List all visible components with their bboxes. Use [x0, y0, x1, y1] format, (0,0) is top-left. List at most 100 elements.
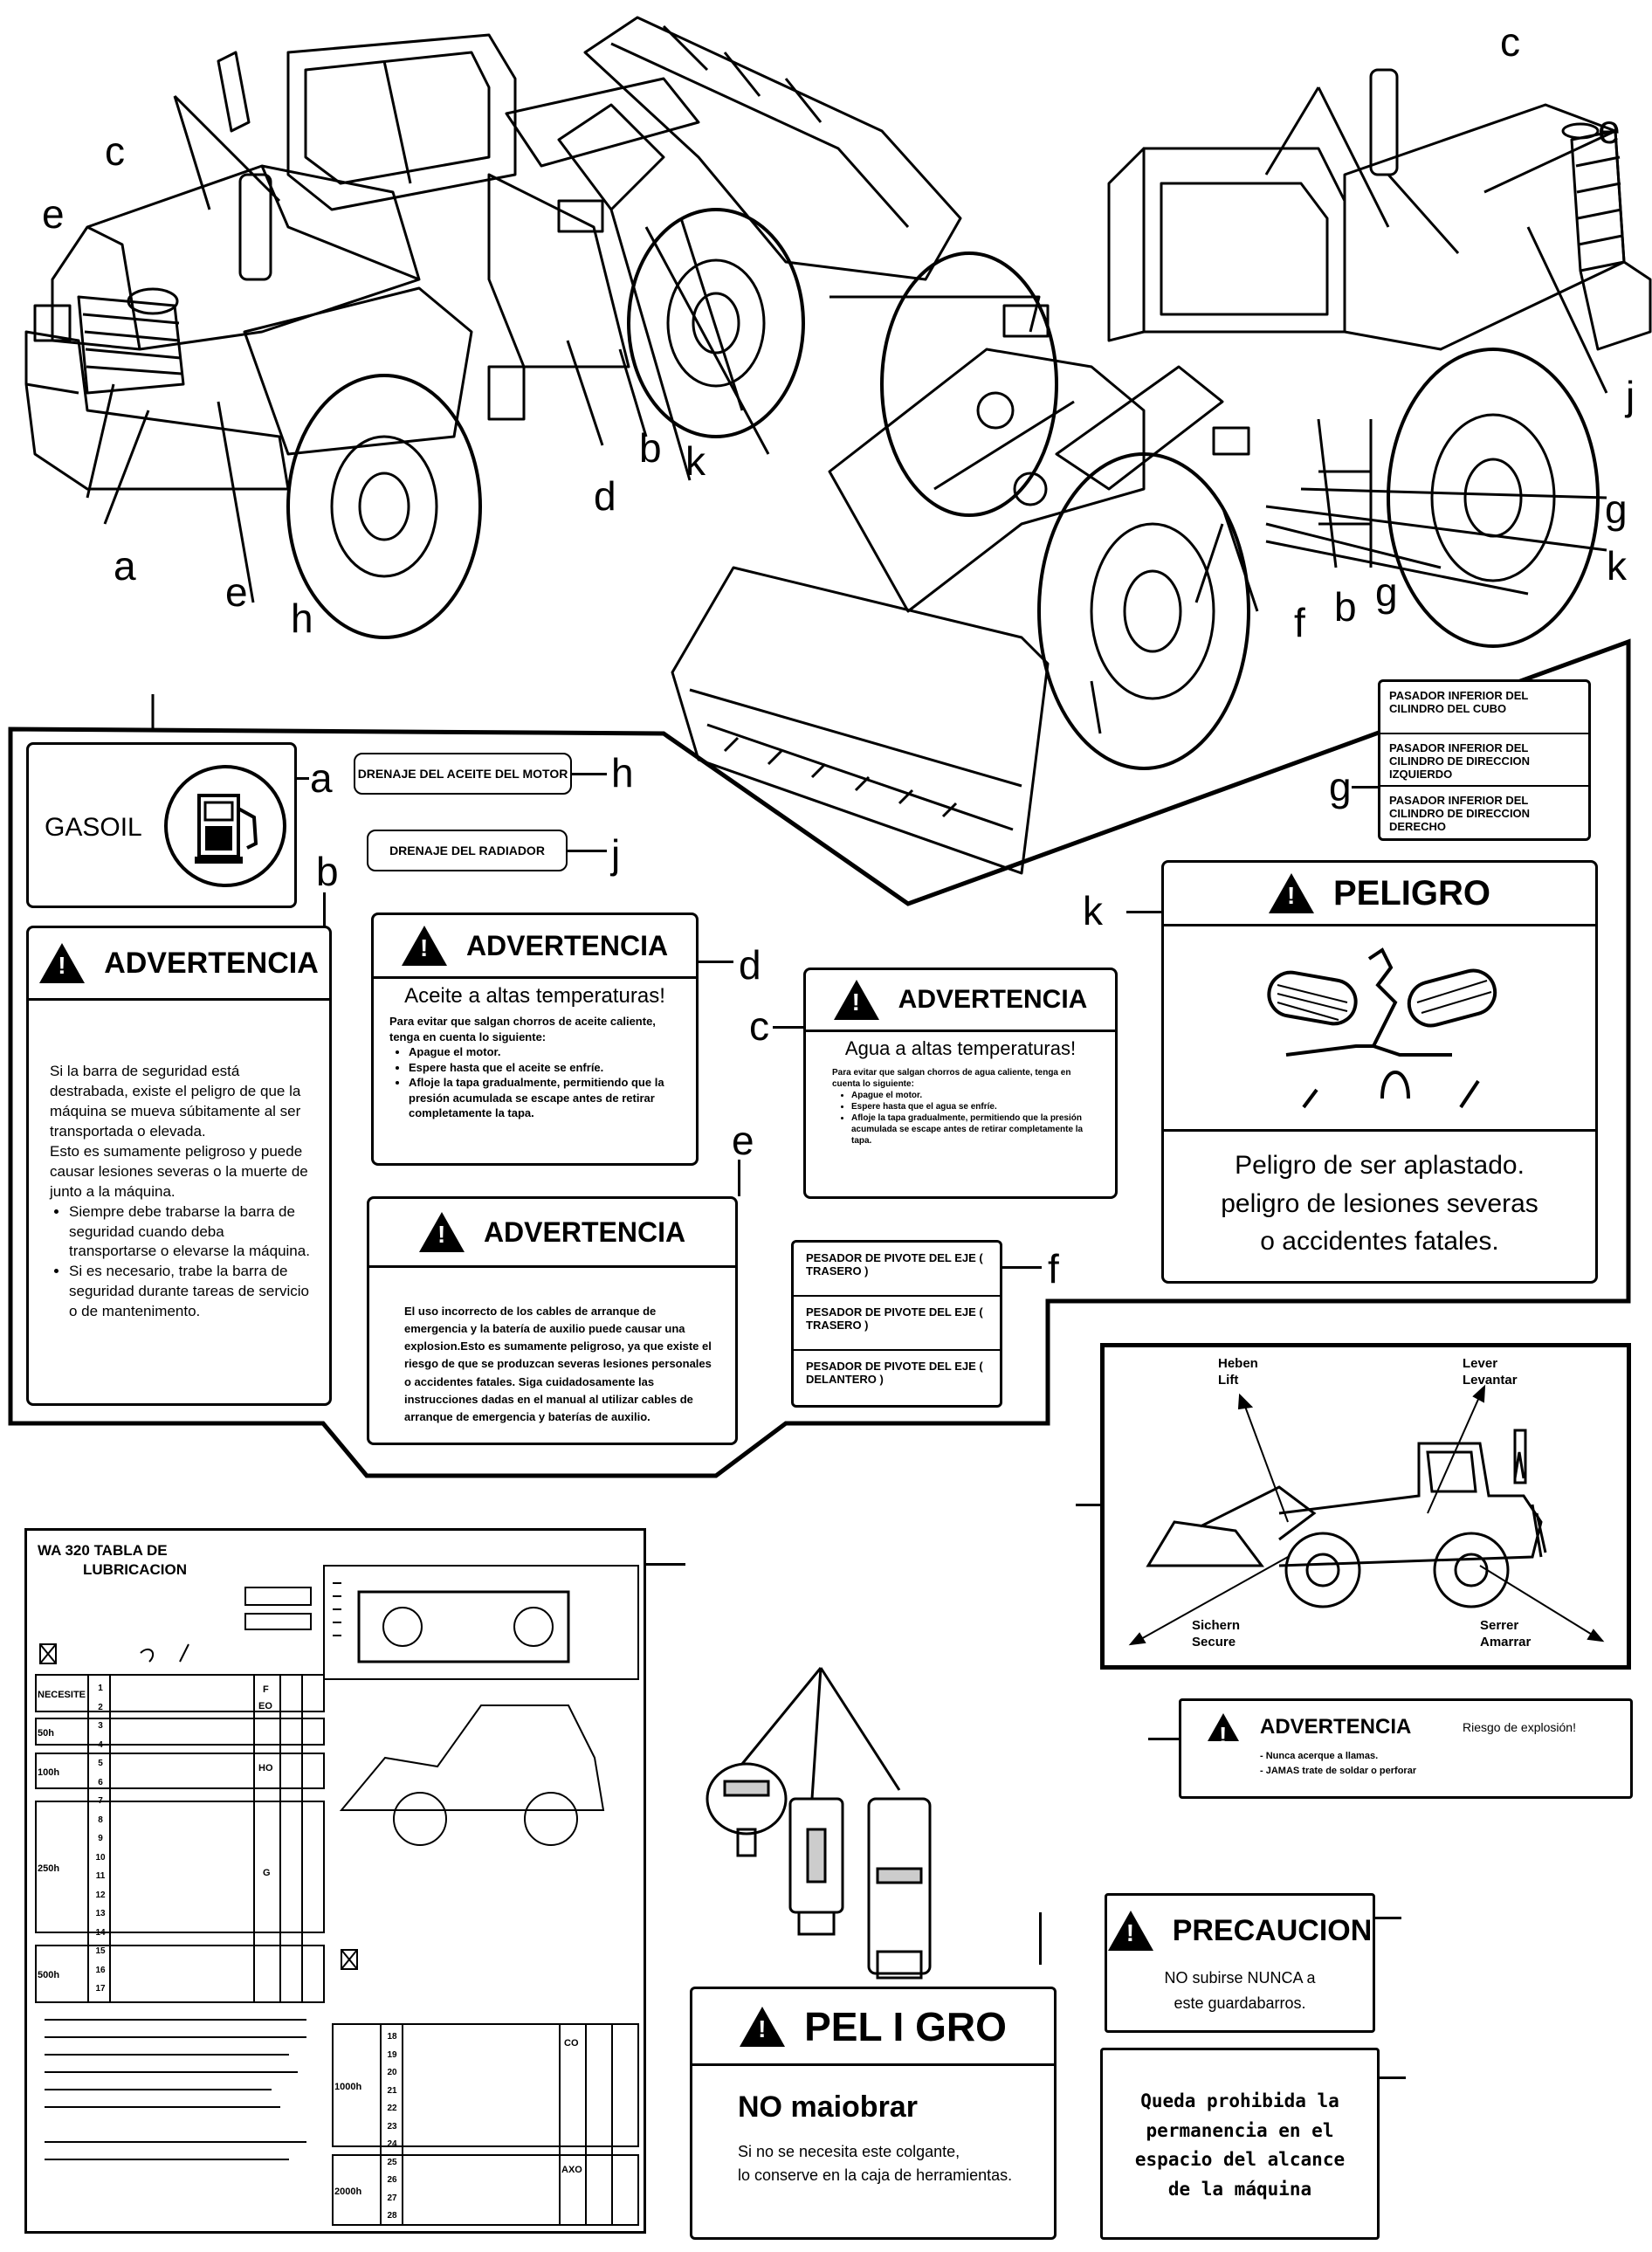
callout-letter: a [310, 755, 333, 801]
callout-letter: e [42, 191, 65, 237]
lube-number: 19 [387, 2049, 397, 2060]
interval-label: 100h [38, 1767, 59, 1778]
caution-body: NO subirse NUNCA a este guardabarros. [1107, 1966, 1373, 2016]
callout-letter: g [1329, 764, 1352, 809]
interval-label: 1000h [334, 2082, 361, 2092]
lube-number: 24 [387, 2139, 397, 2149]
leader-line [738, 1160, 740, 1196]
leader-line [1352, 786, 1378, 789]
lube-number: 28 [387, 2211, 397, 2221]
lube-number: 23 [387, 2121, 397, 2131]
tie-down-text: Serrer [1480, 1618, 1519, 1633]
lever-text: Levantar [1463, 1372, 1518, 1388]
warning-item: Afloje la tapa gradualmente, permitiendo… [409, 1075, 680, 1121]
loader-front-view-illustration [671, 68, 1652, 875]
lube-number: 1 [98, 1684, 103, 1693]
danger-triangle-icon [1268, 873, 1314, 913]
lube-number: 6 [98, 1777, 103, 1787]
warning-title: Aceite a altas temperaturas! [404, 984, 665, 1008]
secure-text: Secure [1192, 1634, 1236, 1649]
oil-code: HO [258, 1763, 273, 1773]
explosion-item: - JAMAS trate de soldar o perforar [1260, 1765, 1417, 1776]
explosion-subtitle: Riesgo de explosión! [1463, 1720, 1576, 1734]
prohibited-line: espacio del alcance [1134, 2149, 1346, 2171]
secure-label: Sichern Secure [1192, 1618, 1240, 1651]
danger-line: peligro de lesiones severas [1221, 1188, 1538, 1218]
danger-header: PELIGRO [1164, 863, 1595, 926]
caution-header-text: PRECAUCION [1172, 1913, 1373, 1947]
warning-item: Espere hasta que el aceite se enfríe. [409, 1060, 680, 1076]
warning-triangle-icon [401, 926, 447, 966]
danger-tag-line: Si no se necesita este colgante, [738, 2143, 960, 2160]
callout-letter: b [316, 849, 339, 894]
prohibited-line: permanencia en el [1146, 2119, 1334, 2141]
warning-b-decal: ADVERTENCIA Si la barra de seguridad est… [26, 926, 332, 1406]
explosion-header: ADVERTENCIA [1260, 1715, 1412, 1739]
lever-label: Lever Levantar [1463, 1356, 1518, 1389]
gasoil-text: GASOIL [45, 813, 142, 842]
danger-tag-line: lo conserve en la caja de herramientas. [738, 2166, 1013, 2184]
warning-header-text: ADVERTENCIA [465, 929, 669, 961]
leader-line [646, 1563, 685, 1566]
leader-line [1126, 911, 1161, 913]
callout-letter: h [291, 596, 313, 641]
fuel-pump-icon [164, 765, 286, 887]
pin-row: PESADOR DE PIVOTE DEL EJE ( DELANTERO ) [806, 1360, 983, 1386]
danger-tag-title: NO maiobrar [738, 2090, 918, 2124]
lube-number: 26 [387, 2175, 397, 2185]
interval-label: 500h [38, 1970, 59, 1980]
lube-title-line: LUBRICACION [83, 1561, 187, 1579]
caution-line: NO subirse NUNCA a [1164, 1969, 1316, 1987]
gasoil-decal: GASOIL [26, 742, 297, 908]
callout-letter: k [1083, 888, 1103, 933]
warning-body-text: Para evitar que salgan chorros de aceite… [389, 1015, 656, 1043]
warning-body-text: Si la barra de seguridad está destrabada… [50, 1063, 301, 1140]
callout-letter: h [611, 750, 634, 795]
prohibited-line: de la máquina [1167, 2178, 1312, 2200]
warning-item: Apague el motor. [851, 1090, 1089, 1101]
leader-line [572, 773, 607, 775]
interval-label: 2000h [334, 2187, 361, 2197]
prohibited-text: Queda prohibida la permanencia en el esp… [1103, 2087, 1377, 2204]
lube-numbers-right: 18 19 20 21 22 23 24 25 26 27 28 [383, 2028, 401, 2226]
oil-code: F [263, 1684, 269, 1695]
lube-number: 2 [98, 1702, 103, 1712]
warning-item: Si es necesario, trabe la barra de segur… [69, 1262, 312, 1322]
lube-number: 15 [95, 1946, 106, 1956]
warning-triangle-icon [1208, 1713, 1239, 1750]
leader-line [1039, 1912, 1042, 1965]
pins-g-decal: PASADOR INFERIOR DEL CILINDRO DEL CUBO P… [1378, 679, 1591, 841]
callout-letter: k [685, 438, 706, 484]
interval-label: 50h [38, 1728, 54, 1739]
lube-number: 3 [98, 1721, 103, 1731]
caution-triangle-icon [1107, 1911, 1153, 1951]
warning-header-text: ADVERTENCIA [483, 1216, 686, 1248]
secure-text: Sichern [1192, 1618, 1241, 1633]
leader-line [773, 1026, 803, 1029]
callout-letter: e [1598, 107, 1621, 152]
warning-c-decal: ADVERTENCIA Agua a altas temperaturas! P… [803, 968, 1118, 1199]
lube-number: 27 [387, 2193, 397, 2203]
callout-letter: g [1605, 486, 1628, 532]
decal-panel-border [8, 638, 1631, 1478]
danger-tag-body: Si no se necesita este colgante, lo cons… [738, 2140, 1054, 2187]
lift-text: Heben [1218, 1356, 1258, 1371]
oil-code: AXO [561, 2165, 582, 2175]
caution-line: este guardabarros. [1174, 1994, 1306, 2012]
callout-letter: e [225, 569, 248, 615]
filters-illustration [706, 1667, 932, 1980]
explosion-warning-decal: ADVERTENCIA Riesgo de explosión! - Nunca… [1179, 1698, 1633, 1799]
oil-code: CO [564, 2038, 579, 2049]
pin-row: PASADOR INFERIOR DEL CILINDRO DE DIRECCI… [1389, 794, 1531, 833]
warning-item: Espere hasta que el agua se enfríe. [851, 1101, 1089, 1112]
leader-line [699, 961, 733, 963]
tie-down-text: Amarrar [1480, 1634, 1532, 1649]
lube-numbers-left: 1 2 3 4 5 6 7 8 9 10 11 12 13 14 15 16 1… [92, 1679, 109, 1999]
lift-points-decal: Heben Lift Lever Levantar Sichern Secure… [1100, 1343, 1631, 1670]
oil-code: EO [258, 1701, 272, 1711]
lube-number: 21 [387, 2085, 397, 2096]
danger-tag-decal: PEL I GRO NO maiobrar Si no se necesita … [690, 1987, 1057, 2240]
callout-letter: c [749, 1003, 769, 1049]
oil-code: G [263, 1868, 271, 1878]
callout-letter: k [1607, 543, 1627, 589]
